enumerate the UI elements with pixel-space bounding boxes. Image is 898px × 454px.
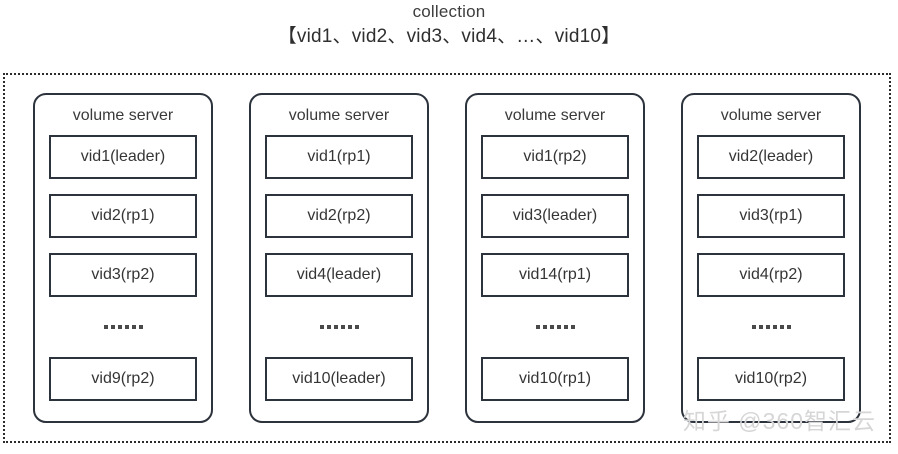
ellipsis-dot [110,325,115,329]
ellipsis-dot [333,325,338,329]
volume-server-title: volume server [504,107,606,124]
ellipsis-dot [751,325,756,329]
volume-server-title: volume server [288,107,390,124]
ellipsis-dot [765,325,770,329]
volume-box: vid10(rp2) [697,357,845,401]
volume-box: vid3(leader) [481,194,629,238]
ellipsis-dot [549,325,554,329]
volume-server-card-4: volume server vid2(leader) vid3(rp1) vid… [681,93,861,423]
ellipsis-dot [319,325,324,329]
volume-box: vid1(rp1) [265,135,413,179]
volume-server-card-2: volume server vid1(rp1) vid2(rp2) vid4(l… [249,93,429,423]
ellipsis-dot [563,325,568,329]
volume-list: vid1(rp2) vid3(leader) vid14(rp1) …… vid… [481,135,629,407]
volume-list: vid1(rp1) vid2(rp2) vid4(leader) …… vid1… [265,135,413,407]
volume-box: vid3(rp1) [697,194,845,238]
volume-box: vid14(rp1) [481,253,629,297]
volume-server-row: volume server vid1(leader) vid2(rp1) vid… [3,73,891,443]
ellipsis-dot [347,325,352,329]
collection-title: collection [412,2,486,21]
ellipsis-indicator: …… [481,312,629,342]
ellipsis-indicator: …… [697,312,845,342]
volume-list: vid2(leader) vid3(rp1) vid4(rp2) …… vid1… [697,135,845,407]
ellipsis-dot [556,325,561,329]
ellipsis-dot [103,325,108,329]
volume-server-title: volume server [720,107,822,124]
ellipsis-dot [354,325,359,329]
ellipsis-indicator: …… [49,312,197,342]
ellipsis-dot [535,325,540,329]
volume-server-card-1: volume server vid1(leader) vid2(rp1) vid… [33,93,213,423]
volume-box: vid3(rp2) [49,253,197,297]
ellipsis-dot [326,325,331,329]
diagram-title-block: collection 【vid1、vid2、vid3、vid4、…、vid10】 [0,0,898,51]
volume-box: vid4(rp2) [697,253,845,297]
ellipsis-dot [570,325,575,329]
collection-volume-id-list: 【vid1、vid2、vid3、vid4、…、vid10】 [277,26,621,48]
volume-box: vid9(rp2) [49,357,197,401]
volume-box: vid2(leader) [697,135,845,179]
ellipsis-dot [758,325,763,329]
volume-server-card-3: volume server vid1(rp2) vid3(leader) vid… [465,93,645,423]
ellipsis-dot [138,325,143,329]
volume-box: vid2(rp2) [265,194,413,238]
volume-server-title: volume server [72,107,174,124]
ellipsis-dot [340,325,345,329]
ellipsis-indicator: …… [265,312,413,342]
volume-box: vid10(rp1) [481,357,629,401]
ellipsis-dot [117,325,122,329]
ellipsis-dot [131,325,136,329]
ellipsis-dot [786,325,791,329]
volume-box: vid1(leader) [49,135,197,179]
volume-box: vid1(rp2) [481,135,629,179]
ellipsis-dot [779,325,784,329]
ellipsis-dot [542,325,547,329]
volume-box: vid10(leader) [265,357,413,401]
volume-list: vid1(leader) vid2(rp1) vid3(rp2) …… vid9… [49,135,197,407]
volume-box: vid2(rp1) [49,194,197,238]
volume-box: vid4(leader) [265,253,413,297]
ellipsis-dot [772,325,777,329]
ellipsis-dot [124,325,129,329]
